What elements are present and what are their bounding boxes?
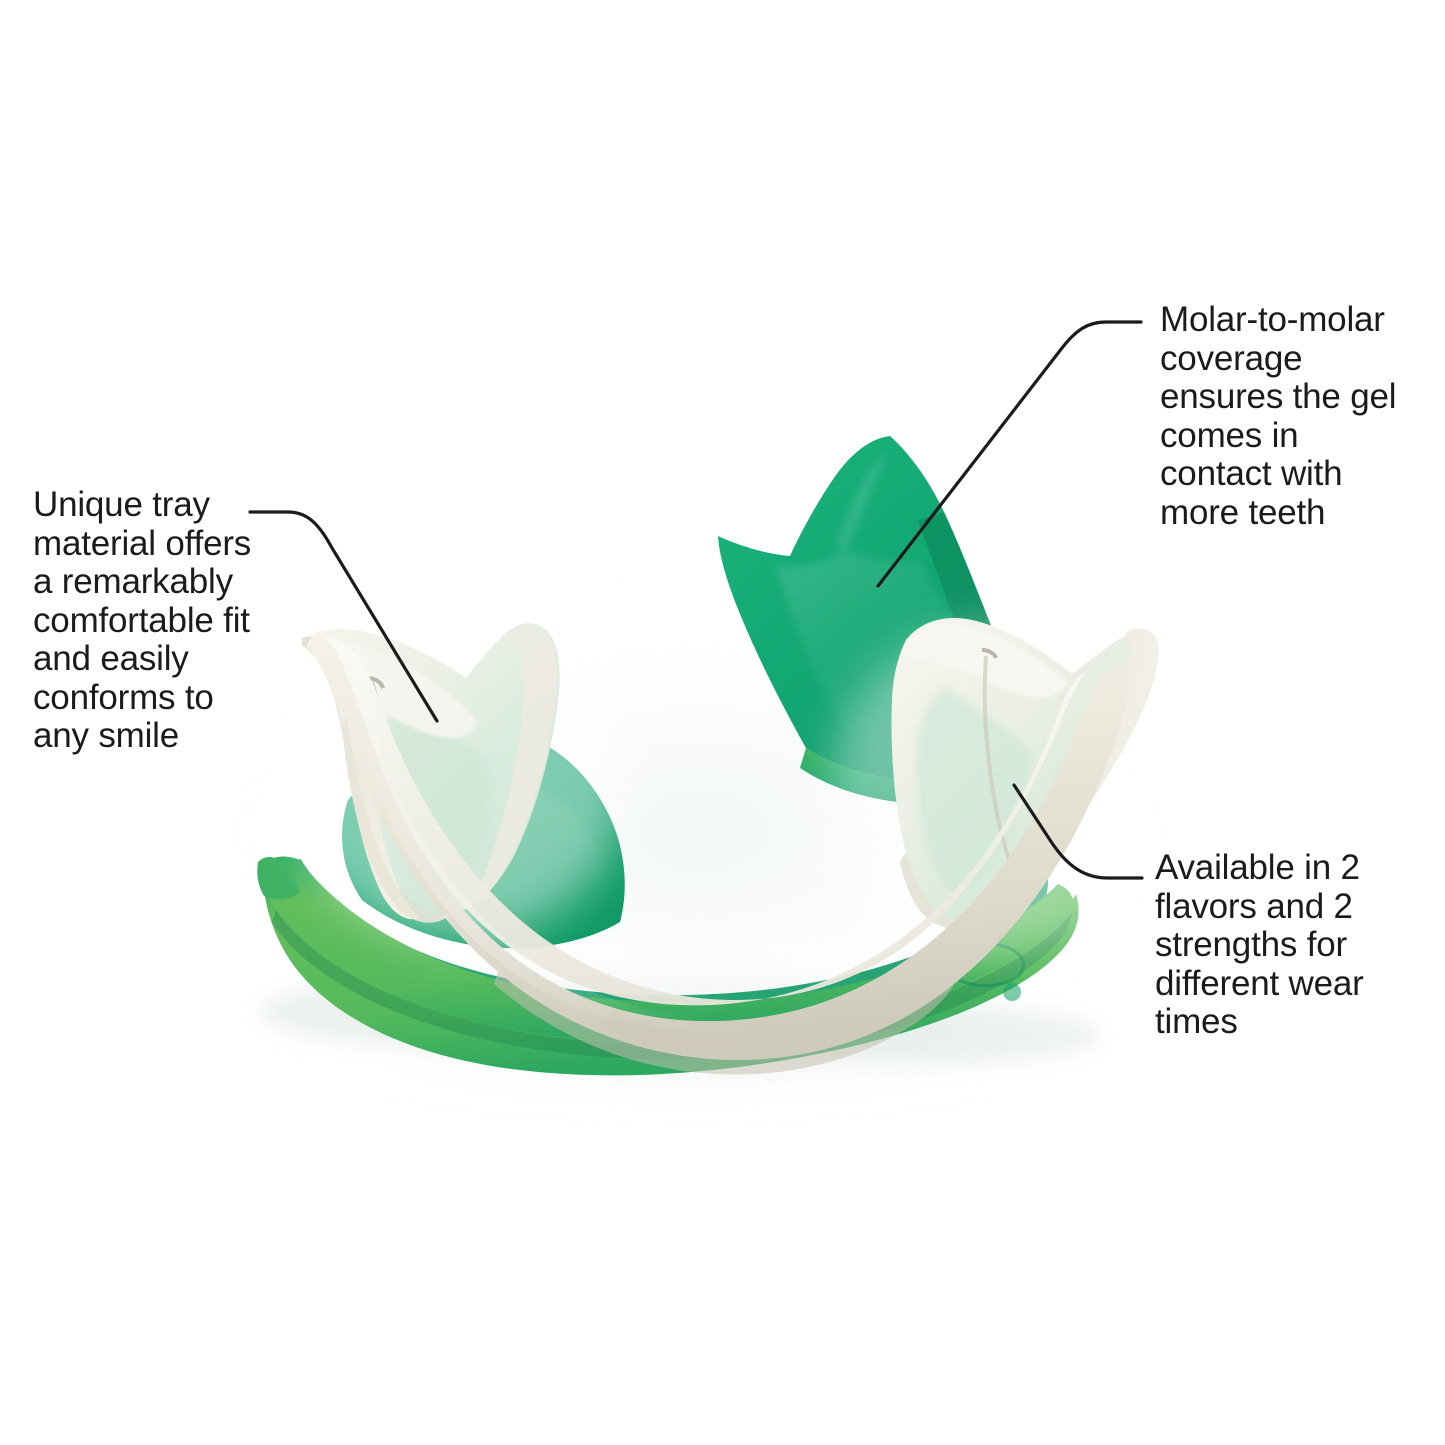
leader-line-right — [1012, 783, 1144, 880]
white-tray-left-rim — [302, 636, 420, 920]
white-tray-front-band — [306, 634, 1128, 1061]
leader-line-top — [876, 320, 1143, 588]
white-tray — [295, 618, 1170, 1075]
callout-tray-material: Unique tray material offers a remarkably… — [33, 485, 252, 755]
leader-lines — [248, 320, 1144, 880]
callout-molar-coverage: Molar-to-molar coverage ensures the gel … — [1160, 300, 1397, 532]
white-tray-band-highlight — [314, 636, 1086, 1006]
callout-flavors-strengths: Available in 2 flavors and 2 strengths f… — [1155, 848, 1364, 1041]
green-tray-left-tip — [257, 856, 300, 900]
leader-line-left — [248, 510, 439, 723]
